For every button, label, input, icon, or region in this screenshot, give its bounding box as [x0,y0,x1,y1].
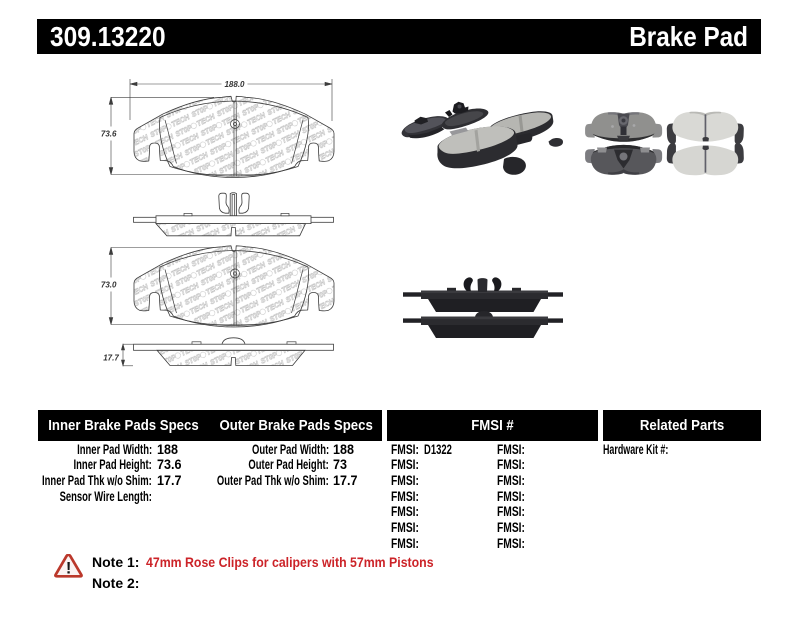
svg-text:73.6: 73.6 [101,130,117,139]
svg-text:188.0: 188.0 [224,80,245,89]
svg-text:73.0: 73.0 [101,281,117,290]
svg-text:!: ! [66,560,72,578]
svg-text:17.7: 17.7 [103,354,119,363]
